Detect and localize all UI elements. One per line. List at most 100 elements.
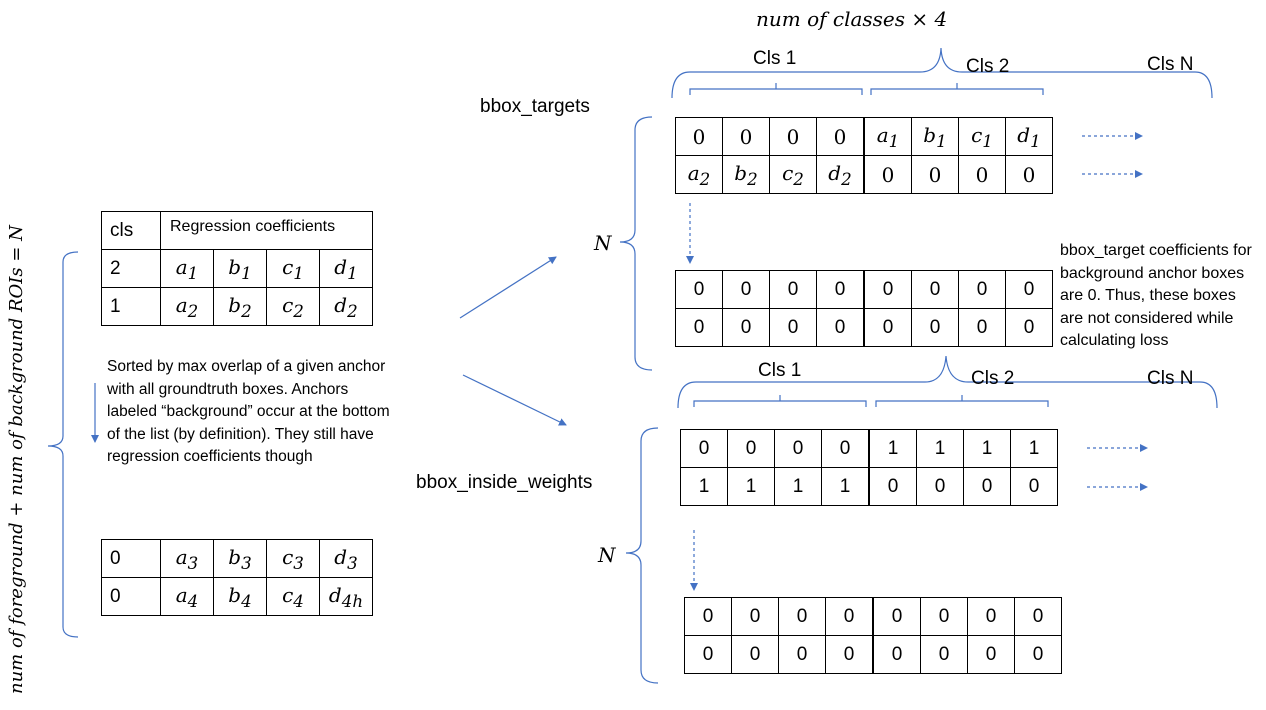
- coef-cell: c4: [266, 577, 320, 616]
- targets-grid-bottom: 0 0 0 0 0 0 0 0 0 0 0 0 0 0 0 0: [675, 270, 1053, 347]
- targets-n-brace: [619, 116, 653, 371]
- coef-cell: d1: [319, 249, 373, 288]
- weights-cls1-label: Cls 1: [758, 360, 802, 381]
- grid-cell: 0: [1014, 597, 1062, 636]
- grid-cell: 0: [778, 635, 826, 674]
- grid-cell: c2: [769, 155, 817, 194]
- grid-cell: 0: [863, 155, 912, 194]
- grid-cell: 0: [722, 270, 770, 309]
- table-row: a2 b2 c2 d2 0 0 0 0: [675, 155, 1053, 194]
- grid-cell: 0: [769, 117, 817, 156]
- table-row: 0 0 0 0 0 0 0 0: [675, 308, 1053, 347]
- grid-cell: 0: [872, 597, 921, 636]
- grid-cell: 1: [680, 467, 728, 506]
- grid-cell: 0: [816, 117, 865, 156]
- grid-cell: 0: [731, 635, 779, 674]
- grid-cell: 0: [911, 155, 959, 194]
- grid-cell: 0: [684, 597, 732, 636]
- table-row: 1 1 1 1 0 0 0 0: [680, 467, 1058, 506]
- grid-cell: 0: [920, 597, 968, 636]
- grid-cell: 1: [774, 467, 822, 506]
- grid-cell: 0: [727, 429, 775, 468]
- grid-cell: 0: [1005, 308, 1053, 347]
- grid-cell: 0: [967, 635, 1015, 674]
- weights-cls2-bracket: [875, 395, 1049, 407]
- grid-cell: 0: [675, 270, 723, 309]
- grid-cell: 1: [963, 429, 1011, 468]
- grid-cell: b1: [911, 117, 959, 156]
- cls-cell: 1: [101, 287, 161, 326]
- table-row: 0 0 0 0 0 0 0 0: [675, 270, 1053, 309]
- coef-cell: b4: [213, 577, 267, 616]
- grid-cell: 1: [916, 429, 964, 468]
- coef-cell: c2: [266, 287, 320, 326]
- grid-cell: 0: [916, 467, 964, 506]
- grid-cell: 0: [825, 635, 874, 674]
- coef-cell: a3: [160, 539, 214, 578]
- table-row: 1 a2 b2 c2 d2: [101, 287, 373, 326]
- grid-cell: 0: [872, 635, 921, 674]
- grid-cell: 0: [778, 597, 826, 636]
- grid-cell: 0: [825, 597, 874, 636]
- grid-cell: 0: [816, 270, 865, 309]
- grid-cell: 0: [1014, 635, 1062, 674]
- regression-header: Regression coefficients: [160, 211, 373, 250]
- grid-cell: 0: [675, 308, 723, 347]
- background-note: bbox_target coefficients for background …: [1060, 242, 1252, 349]
- grid-cell: 0: [967, 597, 1015, 636]
- weights-n-brace: [625, 427, 659, 684]
- table-row: 0 a4 b4 c4 d4h: [101, 577, 373, 616]
- grid-cell: 0: [911, 308, 959, 347]
- coef-cell: c1: [266, 249, 320, 288]
- grid-cell: 0: [731, 597, 779, 636]
- grid-cell: 1: [727, 467, 775, 506]
- weights-grid-bottom: 0 0 0 0 0 0 0 0 0 0 0 0 0 0 0 0: [684, 597, 1062, 674]
- grid-cell: 0: [722, 117, 770, 156]
- grid-cell: 0: [816, 308, 865, 347]
- grid-cell: 0: [863, 308, 912, 347]
- regression-table-top: cls Regression coefficients 2 a1 b1 c1 d…: [101, 211, 373, 326]
- grid-cell: 1: [868, 429, 917, 468]
- table-row: 2 a1 b1 c1 d1: [101, 249, 373, 288]
- grid-cell: 0: [958, 308, 1006, 347]
- arrow-to-weights: [462, 374, 567, 426]
- grid-cell: a1: [863, 117, 912, 156]
- targets-cls1-label: Cls 1: [753, 48, 797, 69]
- grid-cell: 0: [675, 117, 723, 156]
- grid-cell: 0: [722, 308, 770, 347]
- grid-cell: 0: [868, 467, 917, 506]
- weights-clsn-label: Cls N: [1147, 368, 1194, 389]
- coef-cell: a2: [160, 287, 214, 326]
- grid-cell: a2: [675, 155, 723, 194]
- table-row: 0 0 0 0 0 0 0 0: [684, 597, 1062, 636]
- weights-cls2-label: Cls 2: [971, 368, 1015, 389]
- targets-cls2-bracket: [870, 83, 1044, 95]
- grid-cell: b2: [722, 155, 770, 194]
- coef-cell: b3: [213, 539, 267, 578]
- targets-n-label: N: [594, 231, 612, 255]
- grid-cell: 0: [920, 635, 968, 674]
- grid-cell: 0: [1010, 467, 1058, 506]
- coef-cell: b1: [213, 249, 267, 288]
- vertical-formula: num of foreground + num of background RO…: [6, 225, 27, 694]
- grid-cell: c1: [958, 117, 1006, 156]
- coef-cell: d4h: [319, 577, 373, 616]
- regression-table-bottom: 0 a3 b3 c3 d3 0 a4 b4 c4 d4h: [101, 539, 373, 616]
- table-row: 0 a3 b3 c3 d3: [101, 539, 373, 578]
- sorted-note: Sorted by max overlap of a given anchor …: [107, 358, 390, 465]
- table-row: 0 0 0 0 a1 b1 c1 d1: [675, 117, 1053, 156]
- grid-cell: 0: [769, 308, 817, 347]
- targets-cls2-label: Cls 2: [966, 56, 1010, 77]
- grid-cell: 0: [774, 429, 822, 468]
- weights-grid-top: 0 0 0 0 1 1 1 1 1 1 1 1 0 0 0 0: [680, 429, 1058, 506]
- grid-cell: d1: [1005, 117, 1053, 156]
- coef-cell: d3: [319, 539, 373, 578]
- grid-cell: 0: [680, 429, 728, 468]
- grid-cell: 0: [1005, 270, 1053, 309]
- coef-cell: c3: [266, 539, 320, 578]
- left-brace: [47, 251, 79, 638]
- header-formula: num of classes × 4: [756, 7, 948, 31]
- cls-header: cls: [101, 211, 161, 250]
- bbox-inside-weights-label: bbox_inside_weights: [416, 472, 593, 493]
